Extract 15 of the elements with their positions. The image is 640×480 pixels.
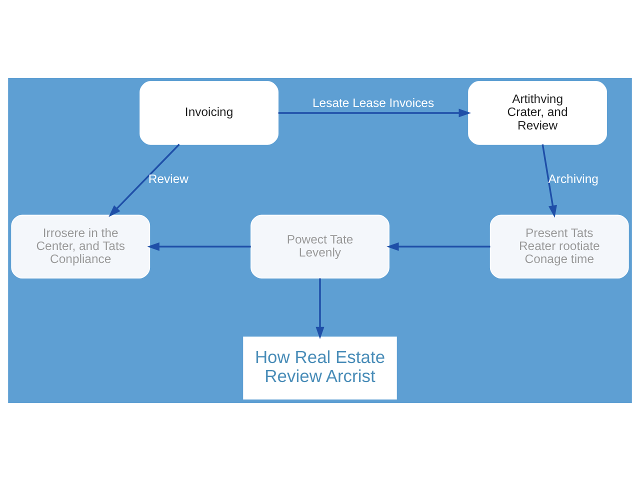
edge-label: Lesate Lease Invoices [312, 96, 434, 110]
arrow [316, 278, 324, 339]
node-box: Present Tats Reater rootiate Conage time [490, 214, 629, 278]
node-box: Invoicing [140, 80, 278, 144]
edge-label: Review [148, 172, 188, 186]
arrow [386, 242, 490, 250]
arrow [147, 242, 251, 250]
node-box: Powect Tate Levenly [250, 214, 390, 278]
arrow [278, 108, 472, 117]
arrow [108, 143, 180, 216]
node-box: Irrosere in the Center, and Tats Conpliance [11, 214, 150, 278]
edge-label: Archiving [548, 172, 598, 186]
node-box: Artithving Crater, and Review [468, 80, 607, 144]
arrow [542, 144, 557, 218]
node-box: How Real Estate Review Arcrist [243, 336, 397, 399]
